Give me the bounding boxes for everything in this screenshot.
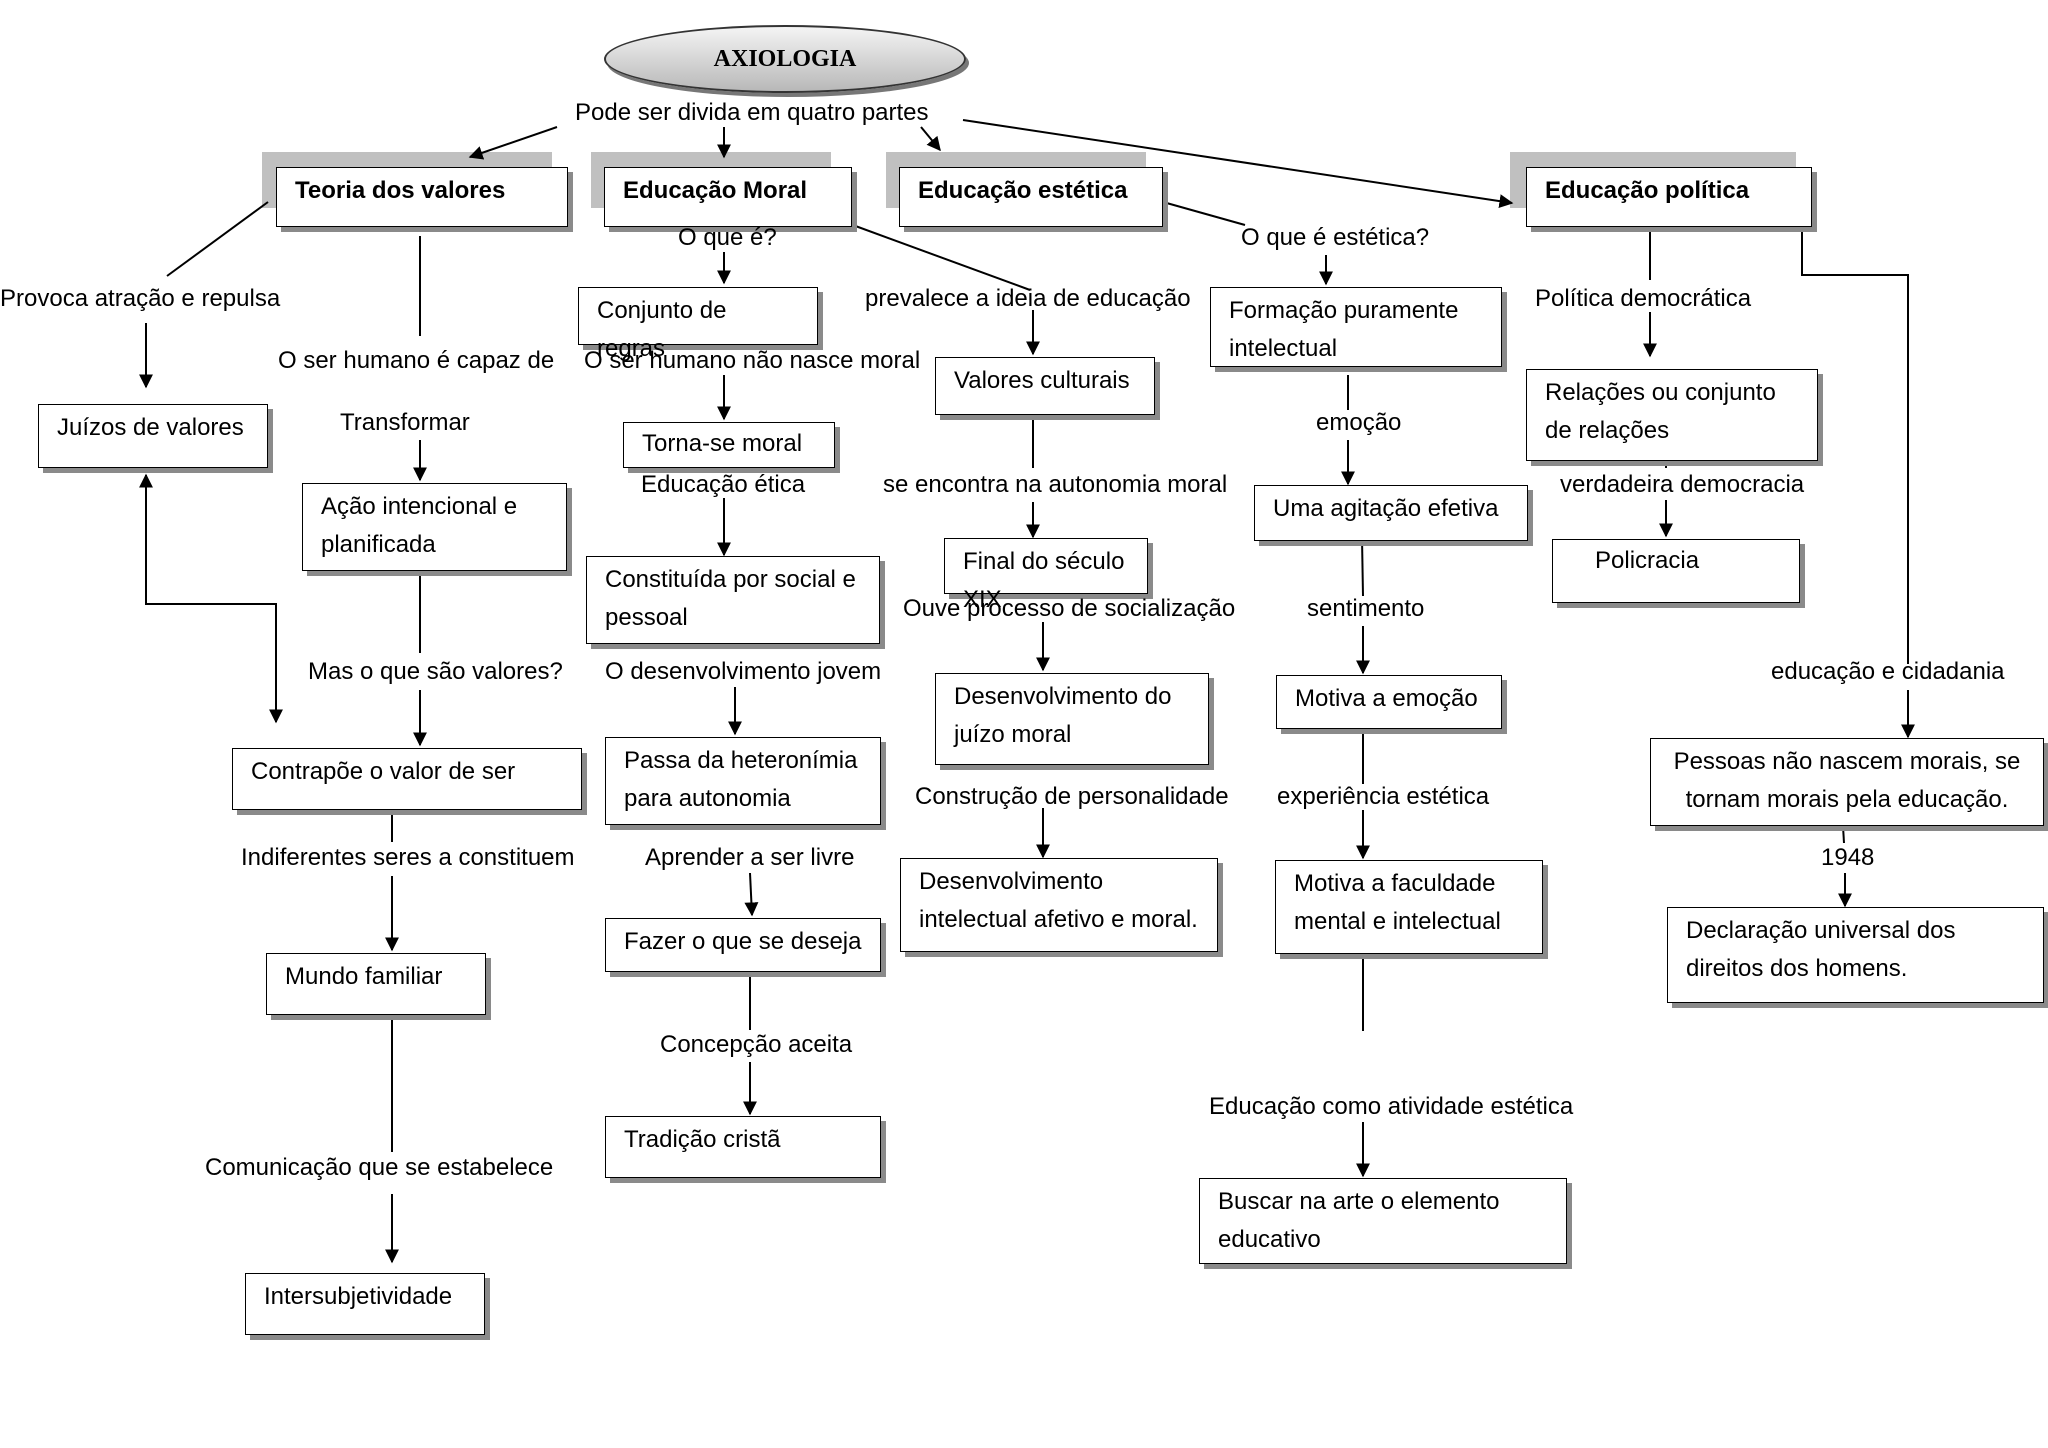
politica-pessoas-box: Pessoas não nascem morais, se tornam mor…: [1650, 738, 2044, 826]
moral-final-text: Final do século XIX: [963, 548, 1125, 613]
moral-title: Educação Moral: [623, 177, 808, 204]
moral-prevalece-label: prevalece a ideia de educação: [865, 285, 1191, 312]
moral-title-box: Educação Moral: [604, 167, 852, 227]
estetica-motiva-faculdade-box: Motiva a faculdade mental e intelectual: [1275, 860, 1543, 954]
politica-relacoes-box: Relações ou conjunto de relações: [1526, 369, 1818, 461]
politica-declaracao-text: Declaração universal dos direitos dos ho…: [1686, 917, 1956, 982]
moral-juizo-text: Desenvolvimento do juízo moral: [954, 683, 1172, 748]
teoria-juizos-text: Juízos de valores: [57, 414, 244, 441]
moral-final-box: Final do século XIX: [944, 538, 1148, 613]
estetica-motiva-faculdade-text: Motiva a faculdade mental e intelectual: [1294, 870, 1501, 935]
moral-oque-label: O que é?: [678, 224, 777, 251]
teoria-acao-text: Ação intencional e planificada: [321, 493, 518, 558]
moral-aprender-label: Aprender a ser livre: [645, 844, 855, 871]
estetica-buscar-text: Buscar na arte o elemento educativo: [1218, 1188, 1500, 1253]
moral-nasce-label: O ser humano não nasce moral: [584, 347, 921, 374]
moral-constituida-text: Constituída por social e pessoal: [605, 566, 856, 631]
moral-torna-box: Torna-se moral: [623, 422, 835, 468]
politica-policracia-text: Policracia: [1595, 547, 1700, 574]
teoria-intersub-text: Intersubjetividade: [264, 1283, 453, 1310]
moral-desenv-label: O desenvolvimento jovem: [605, 658, 882, 685]
moral-intelectual-text: Desenvolvimento intelectual afetivo e mo…: [919, 868, 1198, 933]
teoria-contrapoe-box: Contrapõe o valor de ser: [232, 748, 582, 810]
teoria-acao-box: Ação intencional e planificada: [302, 483, 567, 571]
moral-valores-text: Valores culturais: [954, 367, 1130, 394]
teoria-intersub-box: Intersubjetividade: [245, 1273, 485, 1335]
estetica-experiencia-label: experiência estética: [1277, 783, 1490, 810]
estetica-sentimento-label: sentimento: [1307, 595, 1425, 622]
politica-ano-label: 1948: [1821, 844, 1875, 871]
estetica-emocao-label: emoção: [1316, 409, 1402, 436]
politica-relacoes-text: Relações ou conjunto de relações: [1545, 379, 1776, 444]
moral-ouve-label: Ouve processo de socialização: [903, 595, 1236, 622]
moral-constituida-box: Constituída por social e pessoal: [586, 556, 880, 644]
teoria-transformar-label: Transformar: [340, 409, 470, 436]
estetica-motiva-emocao-box: Motiva a emoção: [1276, 675, 1502, 729]
politica-verdadeira-label: verdadeira democracia: [1560, 471, 1805, 498]
teoria-mundo-text: Mundo familiar: [285, 963, 443, 990]
teoria-indiferentes-label: Indiferentes seres a constituem: [241, 844, 575, 871]
moral-concepcao-label: Concepção aceita: [660, 1031, 853, 1058]
teoria-title: Teoria dos valores: [295, 177, 506, 204]
moral-construcao-label: Construção de personalidade: [915, 783, 1229, 810]
estetica-agitacao-box: Uma agitação efetiva: [1254, 485, 1528, 541]
moral-valores-box: Valores culturais: [935, 357, 1155, 415]
estetica-formacao-box: Formação puramente intelectual: [1210, 287, 1502, 367]
politica-policracia-box: Policracia: [1552, 539, 1800, 603]
moral-etica-label: Educação ética: [641, 471, 806, 498]
teoria-contrapoe-text: Contrapõe o valor de ser: [251, 758, 516, 785]
politica-democratica-label: Política democrática: [1535, 285, 1752, 312]
teoria-title-box: Teoria dos valores: [276, 167, 568, 227]
moral-torna-text: Torna-se moral: [642, 430, 803, 457]
teoria-comunicacao-label: Comunicação que se estabelece: [205, 1154, 554, 1181]
estetica-title-box: Educação estética: [899, 167, 1163, 227]
politica-pessoas-text: Pessoas não nascem morais, se tornam mor…: [1673, 748, 2021, 813]
estetica-atividade-label: Educação como atividade estética: [1209, 1093, 1574, 1120]
root-node: AXIOLOGIA: [604, 25, 966, 93]
teoria-provoca-label: Provoca atração e repulsa: [0, 285, 281, 312]
politica-title: Educação política: [1545, 177, 1750, 204]
teoria-mas-label: Mas o que são valores?: [308, 658, 563, 685]
moral-conjunto-text: Conjunto de regras: [597, 297, 727, 362]
politica-title-box: Educação política: [1526, 167, 1812, 227]
estetica-oque-label: O que é estética?: [1241, 224, 1430, 251]
root-subtitle: Pode ser divida em quatro partes: [575, 99, 929, 126]
root-title: AXIOLOGIA: [713, 45, 857, 72]
moral-tradicao-text: Tradição cristã: [624, 1126, 781, 1153]
moral-autonomia-label: se encontra na autonomia moral: [883, 471, 1228, 498]
estetica-formacao-text: Formação puramente intelectual: [1229, 297, 1459, 362]
moral-passa-box: Passa da heteronímia para autonomia: [605, 737, 881, 825]
teoria-capaz-label: O ser humano é capaz de: [278, 347, 555, 374]
moral-tradicao-box: Tradição cristã: [605, 1116, 881, 1178]
estetica-buscar-box: Buscar na arte o elemento educativo: [1199, 1178, 1567, 1264]
moral-conjunto-box: Conjunto de regras: [578, 287, 818, 362]
estetica-agitacao-text: Uma agitação efetiva: [1273, 495, 1499, 522]
moral-passa-text: Passa da heteronímia para autonomia: [624, 747, 858, 812]
estetica-title: Educação estética: [918, 177, 1128, 204]
politica-declaracao-box: Declaração universal dos direitos dos ho…: [1667, 907, 2044, 1003]
politica-cidadania-label: educação e cidadania: [1771, 658, 2005, 685]
moral-fazer-text: Fazer o que se deseja: [624, 928, 862, 955]
teoria-mundo-box: Mundo familiar: [266, 953, 486, 1015]
moral-intelectual-box: Desenvolvimento intelectual afetivo e mo…: [900, 858, 1218, 952]
moral-fazer-box: Fazer o que se deseja: [605, 918, 881, 972]
teoria-juizos-box: Juízos de valores: [38, 404, 268, 468]
estetica-motiva-emocao-text: Motiva a emoção: [1295, 685, 1478, 712]
moral-juizo-box: Desenvolvimento do juízo moral: [935, 673, 1209, 765]
